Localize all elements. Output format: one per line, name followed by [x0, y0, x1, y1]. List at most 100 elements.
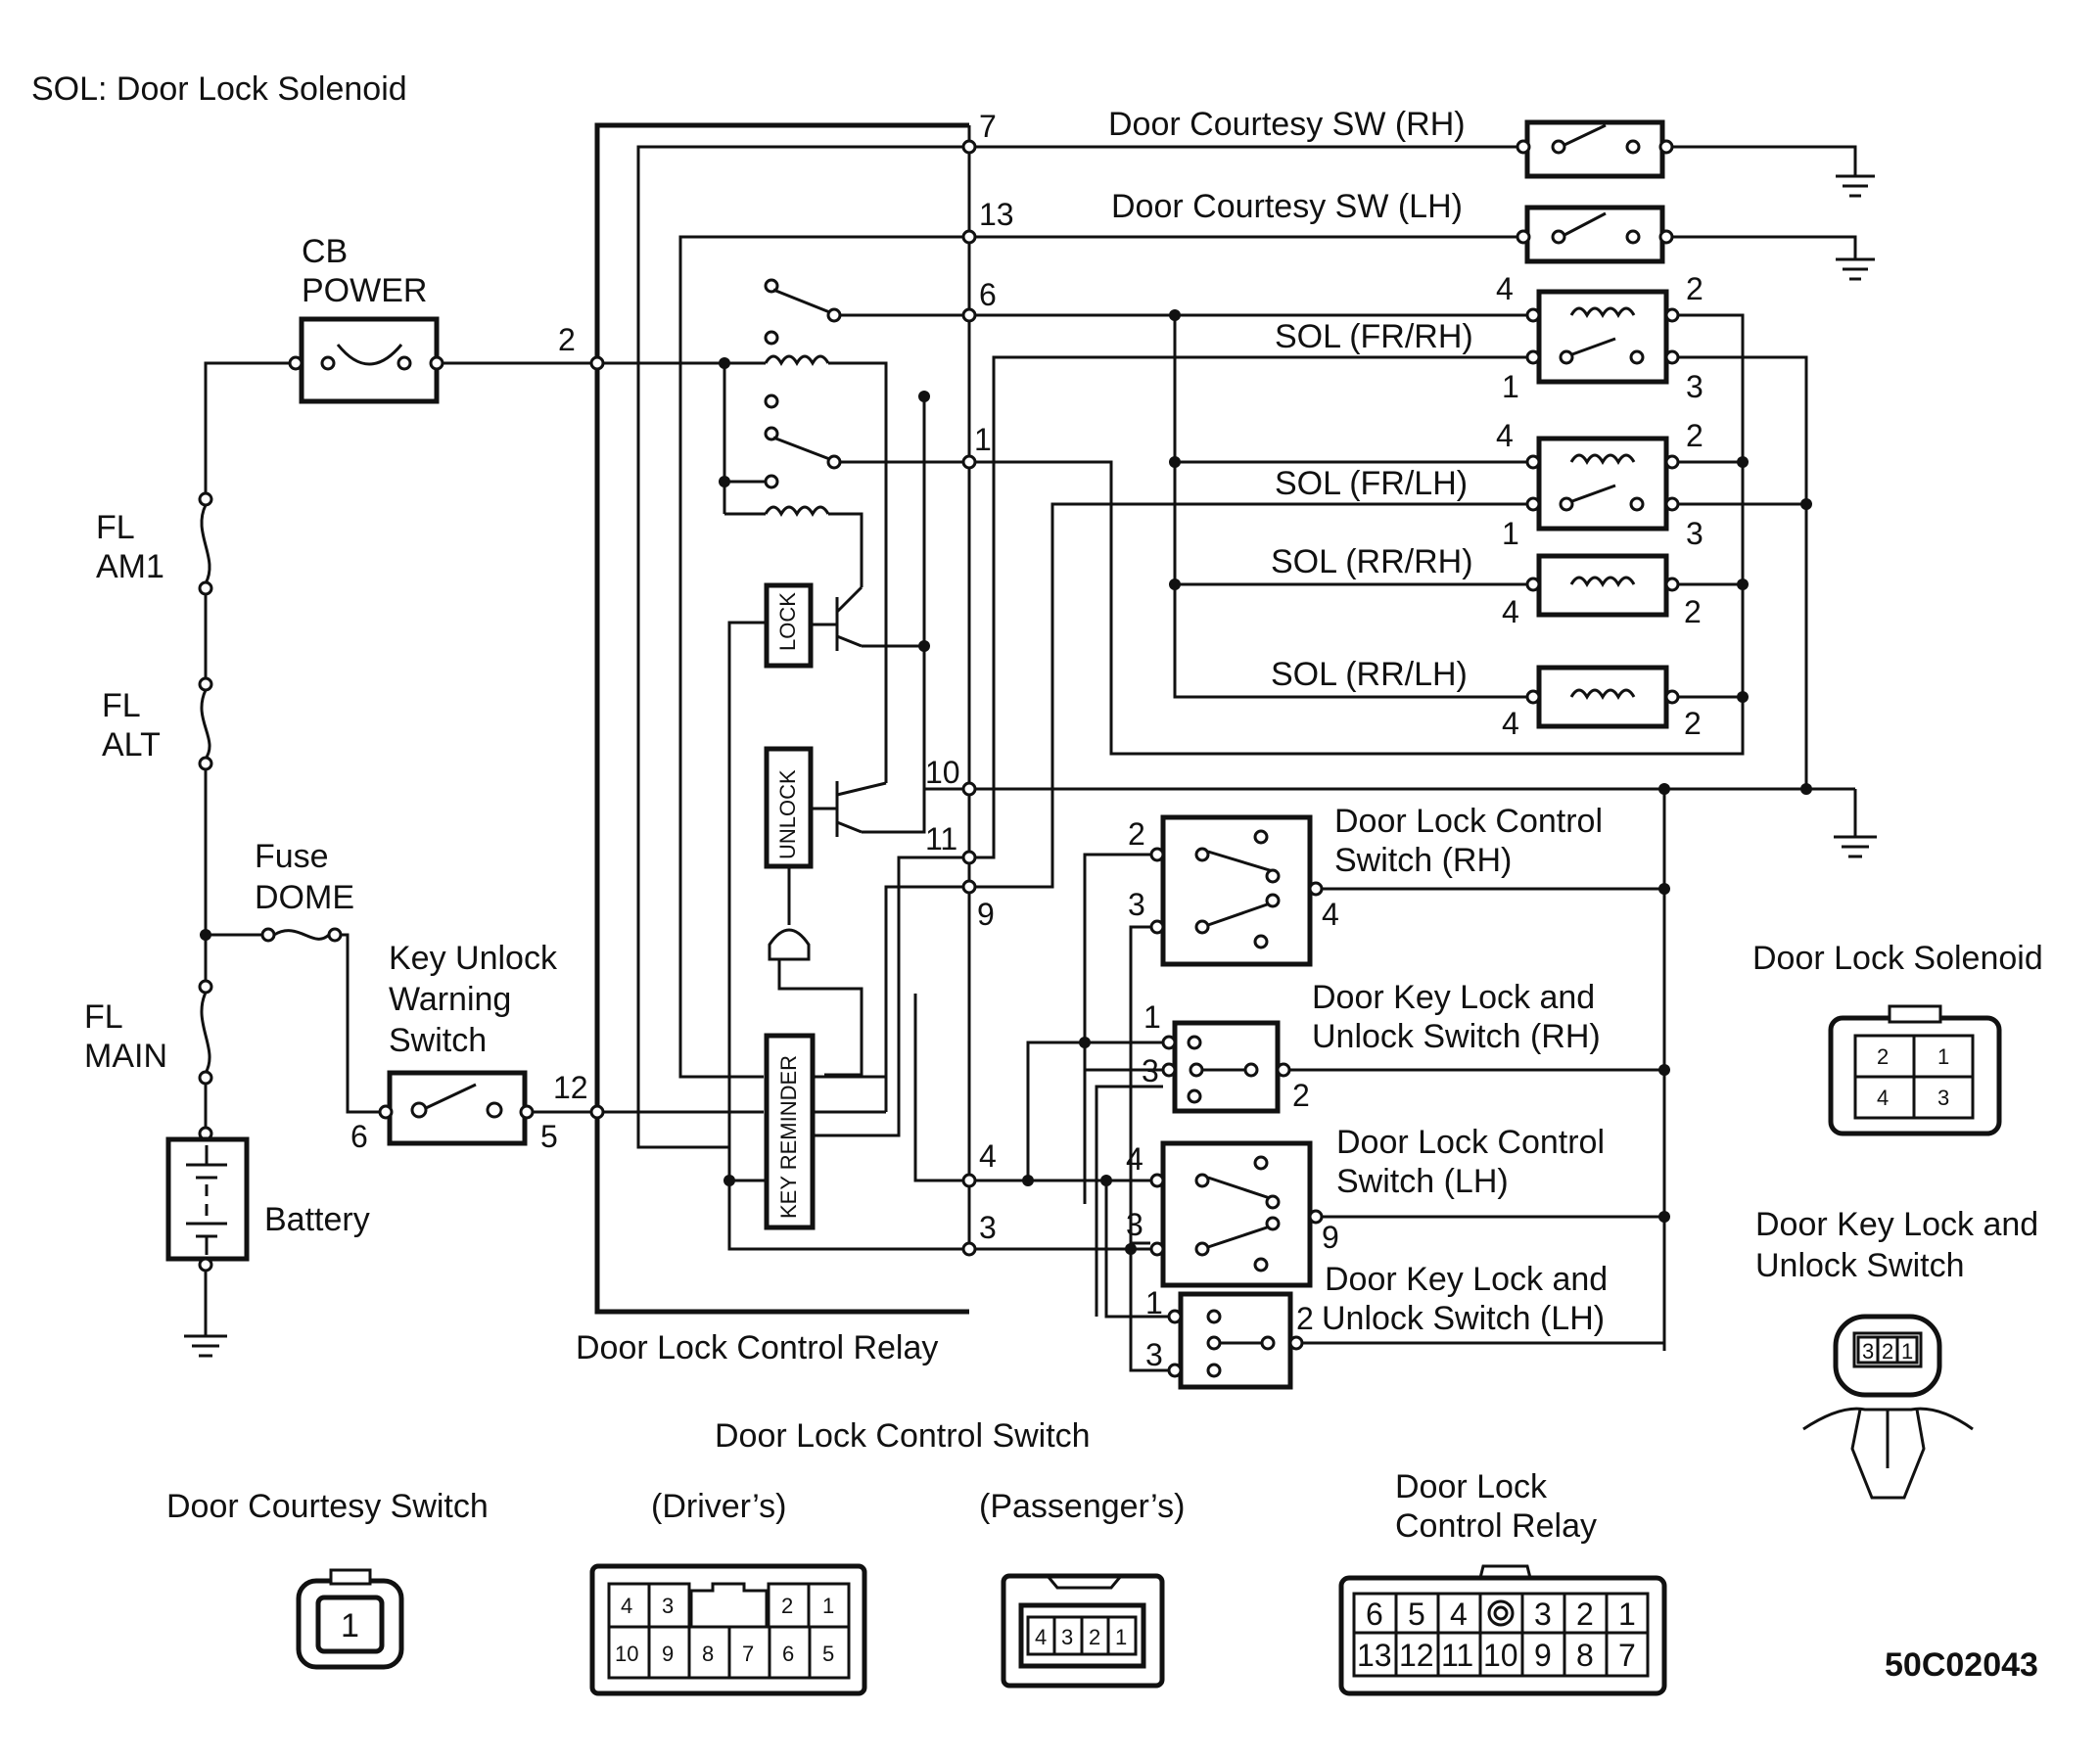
key-unlock-pin-6: 6: [350, 1119, 368, 1154]
key-rh-label-2: Unlock Switch (RH): [1312, 1018, 1601, 1055]
conn-keysw-pin-2: 2: [1882, 1339, 1893, 1364]
relay-pin-3: 3: [979, 1210, 997, 1245]
fl-am1-label-2: AM1: [96, 548, 164, 585]
battery-label: Battery: [264, 1201, 370, 1238]
fuse-dome-label-1: Fuse: [255, 838, 329, 875]
sol-fr-lh-pin-4: 4: [1496, 418, 1514, 453]
ground-icon: [1834, 835, 1877, 858]
courtesy-rh-label: Door Courtesy SW (RH): [1108, 106, 1466, 143]
figure-code: 50C02043: [1885, 1646, 2038, 1684]
fl-am1-label-1: FL: [96, 509, 135, 546]
solenoid-rr-lh: SOL (RR/LH) 4 2: [1271, 656, 1702, 741]
relay-pin-9: 9: [977, 897, 995, 932]
solenoid-fr-rh: SOL (FR/RH) 4 2 1 3: [1275, 271, 1703, 404]
key-reminder-label: KEY REMINDER: [776, 1055, 801, 1219]
key-unlock-pin-5: 5: [540, 1119, 558, 1154]
conn-drivers-pin-10: 10: [615, 1642, 638, 1666]
ctrl-rh-pin-2: 2: [1128, 816, 1145, 852]
relay-pin-11: 11: [925, 821, 957, 856]
ctrl-lh-label-2: Switch (LH): [1336, 1163, 1509, 1200]
sol-rr-lh-pin-4: 4: [1502, 706, 1519, 741]
relay-pin-12: 12: [553, 1070, 588, 1105]
conn-passengers-pin-1: 1: [1115, 1625, 1127, 1649]
conn-relay-title-2: Control Relay: [1395, 1507, 1597, 1545]
ctrl-lh-label-1: Door Lock Control: [1336, 1124, 1605, 1161]
conn-courtesy-title: Door Courtesy Switch: [166, 1488, 489, 1525]
ctrl-rh-label-1: Door Lock Control: [1334, 803, 1603, 840]
lock-label: LOCK: [775, 592, 800, 651]
conn-keysw-pin-3: 3: [1862, 1339, 1874, 1364]
ctrl-rh-pin-3: 3: [1128, 887, 1145, 922]
sol-rr-lh-pin-2: 2: [1684, 706, 1702, 741]
fl-main-label-1: FL: [84, 998, 123, 1036]
conn-drivers-pin-9: 9: [662, 1642, 674, 1666]
door-lock-control-switch-rh: Door Lock Control Switch (RH) 2 3 4: [1083, 803, 1670, 1245]
conn-solenoid-title: Door Lock Solenoid: [1752, 940, 2043, 977]
conn-solenoid-pin-2: 2: [1877, 1044, 1889, 1069]
relay-pin-6: 6: [979, 277, 997, 312]
sol-fr-rh-pin-4: 4: [1496, 271, 1514, 306]
door-lock-control-relay: Door Lock Control Relay 7 13 6 2 1 10 11…: [553, 109, 1014, 1366]
ctrl-lh-pin-4: 4: [1126, 1141, 1143, 1177]
sol-fr-lh-label: SOL (FR/LH): [1275, 465, 1468, 502]
door-lock-control-switch-lh: Door Lock Control Switch (LH) 4 3 9: [975, 1124, 1670, 1288]
relay-outline: [594, 122, 969, 1315]
key-lh-pin-1: 1: [1145, 1285, 1163, 1320]
conn-drivers-pin-4: 4: [621, 1594, 632, 1618]
key-unlock-label-2: Warning: [389, 981, 511, 1018]
conn-keysw-pin-1: 1: [1901, 1339, 1913, 1364]
key-lh-pin-2: 2: [1296, 1301, 1314, 1336]
connector-door-key-switch: Door Key Lock and Unlock Switch 3 2 1: [1755, 1206, 2038, 1500]
conn-drivers-pin-7: 7: [742, 1642, 754, 1666]
conn-drivers-pin-5: 5: [822, 1642, 834, 1666]
conn-relay-pin-13: 13: [1357, 1638, 1392, 1673]
door-key-lock-switch-lh: Door Key Lock and Unlock Switch (LH) 1 3…: [1104, 1180, 1666, 1390]
connector-drivers: (Driver’s) 4 3 2 1 10 9 8 7 6 5: [589, 1488, 867, 1696]
conn-courtesy-pin-1: 1: [341, 1607, 359, 1644]
conn-passengers-pin-2: 2: [1089, 1625, 1100, 1649]
relay-pin-1: 1: [974, 422, 992, 457]
conn-relay-pin-11: 11: [1441, 1638, 1473, 1673]
key-lh-label-2: Unlock Switch (LH): [1322, 1300, 1605, 1337]
sol-fr-rh-pin-2: 2: [1686, 271, 1703, 306]
connector-relay: Door Lock Control Relay 6 5 4 3 2 1 13 1…: [1338, 1468, 1667, 1696]
sol-rr-rh-pin-4: 4: [1502, 594, 1519, 629]
conn-relay-pin-8: 8: [1576, 1638, 1594, 1673]
sol-rr-rh-pin-2: 2: [1684, 594, 1702, 629]
conn-relay-pin-10: 10: [1483, 1638, 1518, 1673]
connector-passengers: (Passenger’s) 4 3 2 1: [979, 1488, 1185, 1689]
conn-drivers-pin-8: 8: [702, 1642, 714, 1666]
conn-solenoid-pin-1: 1: [1937, 1044, 1949, 1069]
fl-main-label-2: MAIN: [84, 1038, 167, 1075]
conn-solenoid-pin-4: 4: [1877, 1086, 1889, 1110]
conn-relay-pin-9: 9: [1534, 1638, 1552, 1673]
relay-pin-7: 7: [979, 109, 997, 144]
key-rh-pin-1: 1: [1143, 999, 1161, 1035]
key-rh-pin-2: 2: [1292, 1078, 1310, 1113]
relay-unlock-coil: [764, 505, 830, 518]
conn-drivers-title: (Driver’s): [651, 1488, 787, 1525]
and-gate: [768, 928, 811, 961]
conn-relay-pin-5: 5: [1408, 1597, 1425, 1632]
relay-pin-2: 2: [558, 322, 576, 357]
conn-passengers-pin-4: 4: [1035, 1625, 1047, 1649]
conn-relay-pin-1: 1: [1618, 1597, 1636, 1632]
cb-power-label-1: CB: [302, 233, 348, 270]
fl-alt-fuse: [200, 689, 211, 760]
sol-fr-rh-pin-3: 3: [1686, 369, 1703, 404]
fuse-dome: [273, 929, 331, 941]
key-reminder-block: [764, 1033, 816, 1230]
conn-keysw-title-1: Door Key Lock and: [1755, 1206, 2038, 1243]
key-lh-label-1: Door Key Lock and: [1325, 1261, 1608, 1298]
conn-solenoid-pin-3: 3: [1937, 1086, 1949, 1110]
key-rh-label-1: Door Key Lock and: [1312, 979, 1595, 1016]
cb-power-element: [336, 344, 403, 366]
door-key-lock-switch-rh: Door Key Lock and Unlock Switch (RH) 1 3…: [1026, 979, 1670, 1317]
fuse-dome-label-2: DOME: [255, 879, 354, 916]
fl-main-fuse: [200, 992, 211, 1074]
conn-relay-title-1: Door Lock: [1395, 1468, 1548, 1505]
key-lh-pin-3: 3: [1145, 1337, 1163, 1372]
power-feed: CB POWER FL AM1 FL ALT Fuse DOME FL MAIN: [84, 233, 597, 1358]
conn-drivers-pin-2: 2: [781, 1594, 793, 1618]
solenoid-wiring: [975, 309, 1877, 1351]
